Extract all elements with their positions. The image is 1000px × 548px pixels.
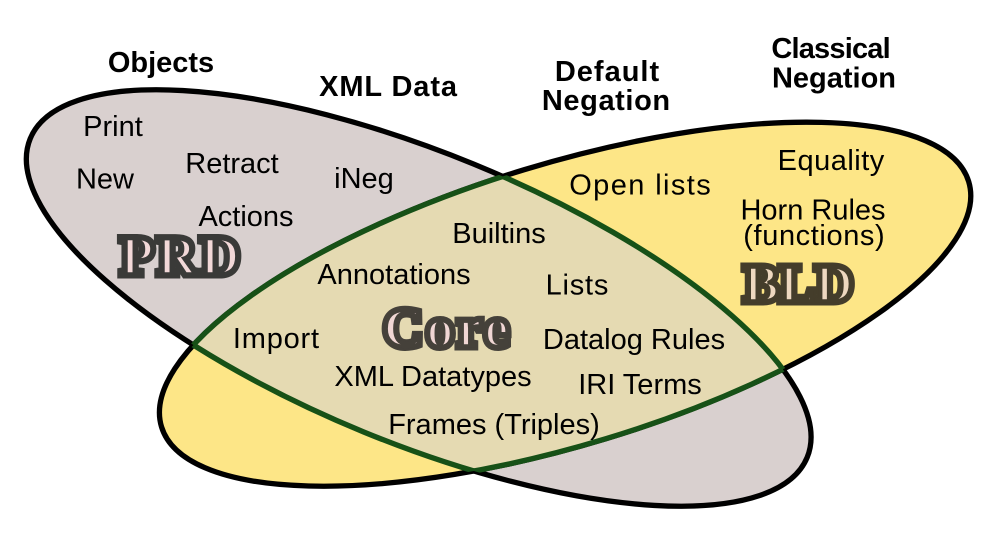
svg-text:Actions: Actions [198,201,293,233]
svg-text:Frames (Triples): Frames (Triples) [388,409,600,441]
svg-text:PRD: PRD [121,226,244,286]
svg-text:PRD: PRD [121,226,244,286]
svg-text:Core: Core [384,298,513,358]
svg-text:Open lists: Open lists [569,170,712,202]
svg-text:Equality: Equality [778,145,885,177]
svg-text:Negation: Negation [542,85,671,117]
svg-text:Annotations: Annotations [317,259,470,291]
svg-text:Lists: Lists [546,270,610,302]
svg-text:XML Datatypes: XML Datatypes [334,361,531,393]
svg-text:Core: Core [384,298,513,358]
svg-text:Builtins: Builtins [452,218,546,250]
svg-text:Classical: Classical [771,33,890,65]
svg-text:iNeg: iNeg [334,163,394,195]
svg-text:BLD: BLD [744,256,854,313]
svg-text:Print: Print [83,111,143,143]
svg-text:New: New [76,164,135,196]
svg-text:Import: Import [233,323,320,355]
svg-text:(functions): (functions) [743,220,885,252]
svg-text:Default: Default [555,56,660,88]
svg-text:Negation: Negation [772,63,896,95]
svg-text:Retract: Retract [185,148,278,180]
svg-text:BLD: BLD [744,256,854,313]
svg-text:XML Data: XML Data [319,71,458,103]
svg-text:IRI Terms: IRI Terms [578,369,702,401]
svg-text:Horn Rules: Horn Rules [740,195,885,227]
svg-text:Datalog Rules: Datalog Rules [543,324,725,356]
svg-text:Objects: Objects [108,47,214,79]
